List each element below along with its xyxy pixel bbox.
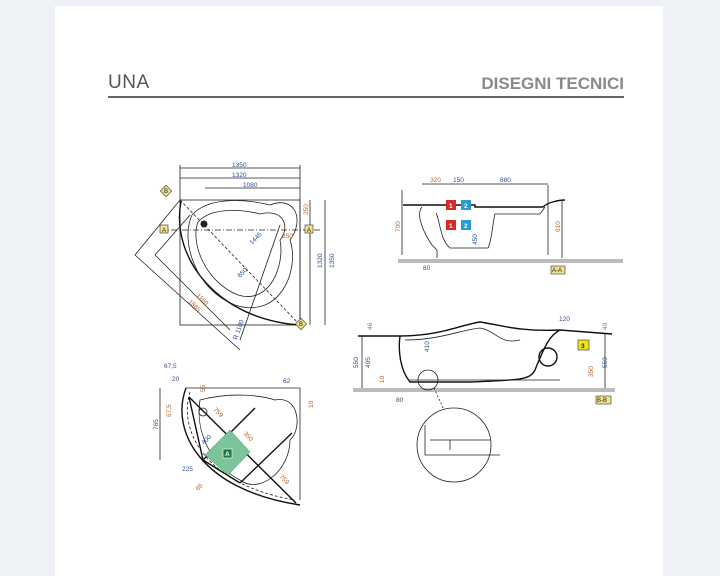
dim-label: 80 [396, 397, 404, 404]
connection-label: 1 [449, 203, 453, 210]
dim-label: 765 [153, 419, 160, 430]
section-mark: A [307, 228, 311, 234]
section-aa-drawing: 1 2 1 2 320 150 880 700 610 450 80 A-A [395, 177, 623, 275]
product-title: UNA [108, 72, 150, 93]
dim-label: 10 [308, 400, 315, 408]
dim-label: 550 [602, 357, 609, 368]
dim-label: 20 [172, 376, 180, 383]
dim-label: 62 [283, 378, 291, 385]
dim-label: 1080 [243, 182, 258, 189]
dim-label: 55 [200, 384, 207, 392]
dim-label: 550 [353, 357, 360, 368]
frame-label: A [225, 451, 230, 458]
dim-label: 46 [367, 322, 374, 330]
section-title: DISEGNI TECNICI [481, 74, 624, 93]
dim-label: 150 [453, 177, 464, 184]
dim-label: 650 [236, 267, 249, 280]
dim-label: 80 [423, 265, 431, 272]
dim-label: 67,5 [166, 404, 173, 417]
section-bb-drawing: 3 46 550 495 10 80 410 120 40 350 550 B-… [353, 316, 615, 483]
dim-label: 250 [303, 204, 310, 215]
section-tag: A-A [552, 268, 562, 274]
dim-label: 40 [602, 322, 609, 330]
connection-label: 2 [464, 223, 468, 230]
dim-label: 610 [555, 221, 562, 232]
dim-label: 759 [212, 406, 225, 419]
top-view-drawing: 1350 1320 1080 250 250 1445 650 1160 186… [134, 162, 336, 351]
connection-label: 2 [464, 203, 468, 210]
dim-label: 320 [430, 177, 441, 184]
dim-label: 250 [282, 233, 293, 240]
dim-label: 495 [365, 357, 372, 368]
section-mark: A [162, 228, 166, 234]
header-divider [108, 96, 624, 98]
dim-label: 1350 [329, 253, 336, 268]
section-mark: B [299, 322, 303, 328]
dim-label: 1320 [317, 253, 324, 268]
dim-label: 450 [472, 234, 479, 245]
dim-label: 1320 [232, 172, 247, 179]
dim-label: 1445 [248, 231, 263, 246]
dim-label: 65 [194, 482, 204, 492]
section-tag: B-B [597, 398, 607, 404]
dim-label: 67,5 [164, 363, 177, 370]
dim-label: 350 [242, 430, 255, 443]
dim-label: 225 [182, 466, 193, 473]
dim-label: 700 [395, 221, 402, 232]
dim-label: 120 [559, 316, 570, 323]
component-label: 3 [581, 343, 585, 350]
frame-view-drawing: A 67,5 20 55 62 10 67,5 765 759 400 350 … [153, 363, 315, 506]
dim-label: 759 [278, 473, 291, 486]
dim-label: 410 [424, 341, 431, 352]
dim-label: 350 [588, 366, 595, 377]
dim-label: 880 [500, 177, 511, 184]
section-mark: B [164, 189, 168, 195]
document-page: UNA DISEGNI TECNICI [55, 6, 663, 576]
dim-label: 1350 [232, 162, 247, 169]
dim-label: 10 [379, 375, 386, 383]
connection-label: 1 [449, 223, 453, 230]
